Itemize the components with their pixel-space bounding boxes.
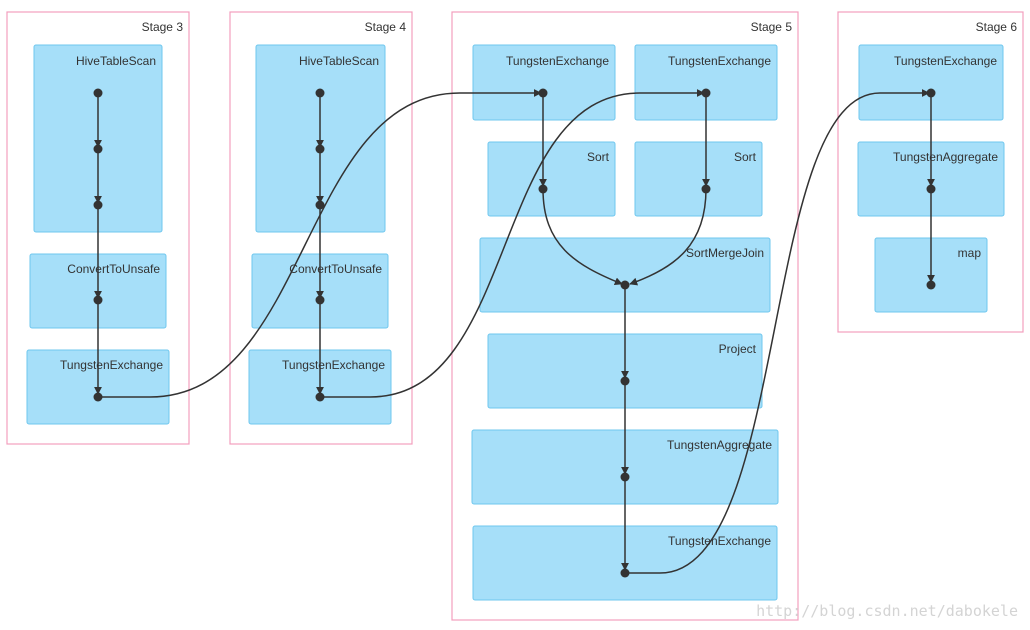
stage-5-tungstenexchange-left-label: TungstenExchange — [506, 54, 609, 68]
stage-5-sort-right-box[interactable] — [634, 141, 763, 217]
node-s4-scan-1[interactable] — [315, 88, 325, 98]
node-s5-project[interactable] — [620, 376, 630, 386]
stage-5-sortmergejoin-label: SortMergeJoin — [686, 246, 764, 260]
node-s3-scan-2[interactable] — [93, 144, 103, 154]
stage-5-project-label: Project — [719, 342, 757, 356]
stage-3-tungstenexchange-label: TungstenExchange — [60, 358, 163, 372]
node-s3-convert[interactable] — [93, 295, 103, 305]
node-s4-scan-2[interactable] — [315, 144, 325, 154]
stage-5-tungstenexchange-right-label: TungstenExchange — [668, 54, 771, 68]
node-s3-scan-3[interactable] — [93, 200, 103, 210]
edge-stage3-to-stage5 — [98, 89, 542, 398]
watermark: http://blog.csdn.net/dabokele — [756, 602, 1018, 620]
stage-5-tungstenexchange-bottom-label: TungstenExchange — [668, 534, 771, 548]
stage-3-hivetablescan-label: HiveTableScan — [76, 54, 156, 68]
stage-5-sort-left-label: Sort — [587, 150, 610, 164]
stage-4-hivetablescan-label: HiveTableScan — [299, 54, 379, 68]
node-s4-convert[interactable] — [315, 295, 325, 305]
stage-4-converttounsafe-label: ConvertToUnsafe — [289, 262, 382, 276]
stage-6-tungstenexchange-label: TungstenExchange — [894, 54, 997, 68]
stage-3-label: Stage 3 — [142, 20, 184, 34]
stage-5-tungstenaggregate-label: TungstenAggregate — [667, 438, 772, 452]
stage-4-label: Stage 4 — [365, 20, 407, 34]
node-s6-map[interactable] — [926, 280, 936, 290]
edge-s5-left-sort-join — [542, 188, 623, 286]
node-s3-exchange[interactable] — [93, 392, 103, 402]
edge-stage5-to-stage6 — [625, 89, 930, 574]
edge-s5-right-sort-join — [629, 188, 707, 286]
node-s4-exchange[interactable] — [315, 392, 325, 402]
edge-stage4-to-stage5 — [320, 89, 705, 398]
node-s5-exchange-right[interactable] — [701, 88, 711, 98]
node-s5-aggregate[interactable] — [620, 472, 630, 482]
node-s5-sort-left[interactable] — [538, 184, 548, 194]
node-s3-scan-1[interactable] — [93, 88, 103, 98]
stage-5-tungstenexchange-left-box[interactable] — [472, 44, 616, 121]
node-s5-join[interactable] — [620, 280, 630, 290]
stage-6-tungstenaggregate-label: TungstenAggregate — [893, 150, 998, 164]
stage-5-sort-right-label: Sort — [734, 150, 757, 164]
node-s5-exchange-bottom[interactable] — [620, 568, 630, 578]
stage-5-sort-left-box[interactable] — [487, 141, 616, 217]
stage-6-map-label: map — [958, 246, 982, 260]
stage-5-label: Stage 5 — [751, 20, 793, 34]
node-s6-aggregate[interactable] — [926, 184, 936, 194]
stage-4-cluster[interactable]: Stage 4 HiveTableScan ConvertToUnsafe Tu… — [229, 11, 413, 445]
node-s5-sort-right[interactable] — [701, 184, 711, 194]
node-s5-exchange-left[interactable] — [538, 88, 548, 98]
node-s4-scan-3[interactable] — [315, 200, 325, 210]
stage-6-label: Stage 6 — [976, 20, 1018, 34]
edges — [94, 89, 935, 574]
stage-3-converttounsafe-label: ConvertToUnsafe — [67, 262, 160, 276]
node-s6-exchange[interactable] — [926, 88, 936, 98]
stage-4-tungstenexchange-label: TungstenExchange — [282, 358, 385, 372]
nodes — [93, 88, 936, 578]
